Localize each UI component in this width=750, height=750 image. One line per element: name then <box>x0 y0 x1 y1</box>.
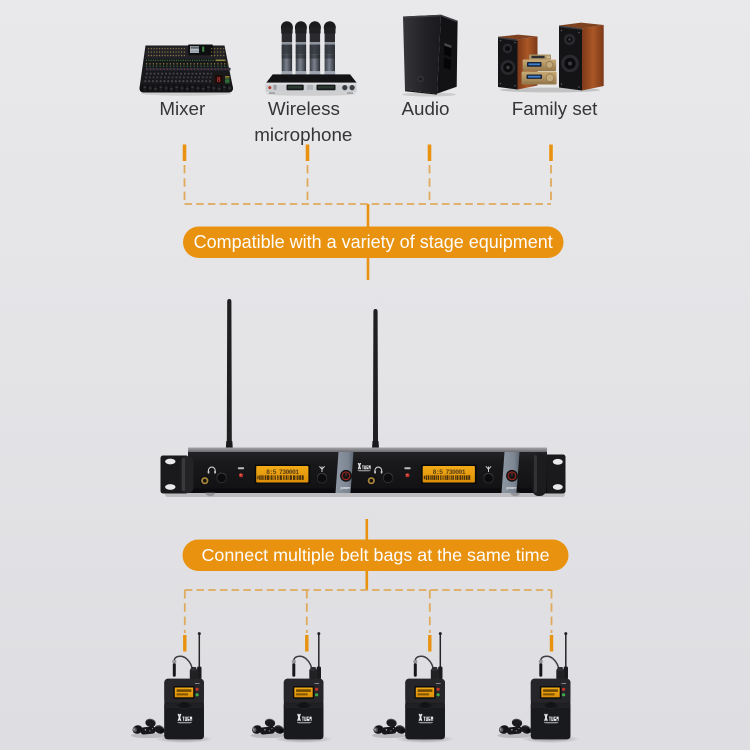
svg-text:Family set: Family set <box>512 98 598 119</box>
svg-text:Audio: Audio <box>401 98 449 119</box>
svg-text:8: 8 <box>217 77 221 84</box>
svg-text:power: power <box>341 486 352 490</box>
svg-text:Connect multiple belt bags at: Connect multiple belt bags at the same t… <box>201 545 549 565</box>
svg-text:Compatible with a variety of s: Compatible with a variety of stage equip… <box>194 232 553 252</box>
svg-text:8:5 730001: 8:5 730001 <box>266 469 299 476</box>
svg-text:8:5 730001: 8:5 730001 <box>433 469 466 476</box>
svg-text:Wireless: Wireless <box>268 98 340 119</box>
svg-text:Mixer: Mixer <box>159 98 205 119</box>
svg-text:microphone: microphone <box>254 124 352 145</box>
svg-text:power: power <box>507 486 518 490</box>
